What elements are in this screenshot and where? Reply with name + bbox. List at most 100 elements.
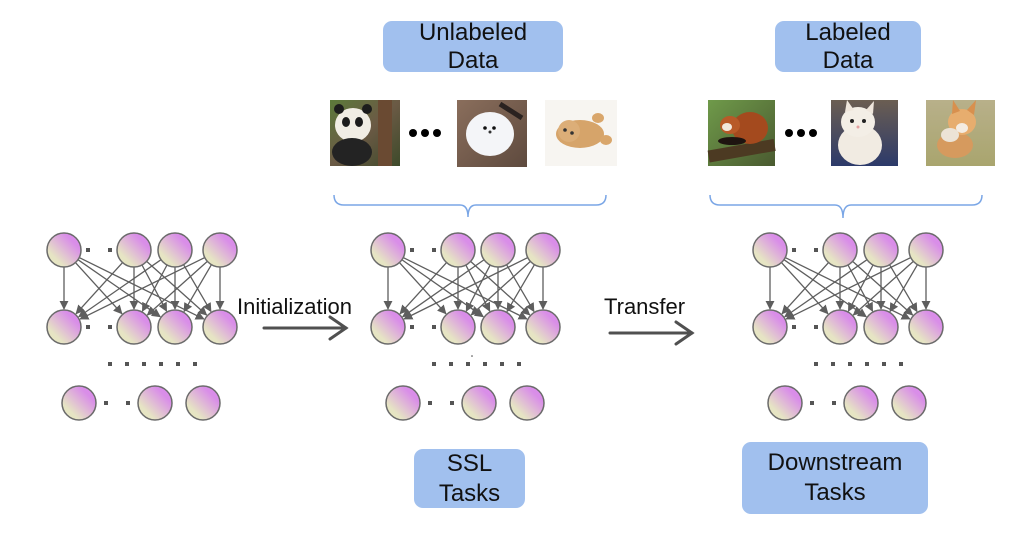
labeled-brace — [709, 194, 983, 219]
connection-edge — [847, 264, 874, 312]
connection-edge — [785, 256, 912, 320]
neuron-node — [509, 385, 545, 421]
neuron-node — [480, 309, 516, 345]
neuron-node — [61, 385, 97, 421]
pretrained-network — [46, 232, 238, 421]
ellipsis-dot — [792, 248, 796, 252]
neuron-node — [137, 385, 173, 421]
ellipsis-dot — [126, 401, 130, 405]
layer-ellipsis-dot — [517, 362, 521, 366]
white-cat-image — [831, 100, 898, 166]
neuron-node — [202, 232, 238, 268]
ellipsis-dot — [432, 325, 436, 329]
ellipsis-dot — [814, 325, 818, 329]
connection-edge — [141, 264, 168, 312]
ellipsis-dot — [104, 401, 108, 405]
layer-ellipsis-dot — [159, 362, 163, 366]
connection-edge — [78, 259, 162, 318]
ellipsis-dot — [108, 325, 112, 329]
connection-edge — [403, 256, 529, 320]
ellipsis-dot — [792, 325, 796, 329]
neuron-node — [822, 232, 858, 268]
ellipsis-labeled — [785, 129, 817, 137]
ellipsis-dot — [450, 401, 454, 405]
stray-dot — [471, 355, 473, 357]
neuron-node — [525, 309, 561, 345]
labeled-data-line1: Labeled — [805, 18, 891, 46]
neuron-node — [863, 232, 899, 268]
neuron-node — [440, 309, 476, 345]
neuron-node — [480, 232, 516, 268]
neuron-node — [116, 232, 152, 268]
transfer-label: Transfer — [604, 294, 686, 319]
downstream-network — [752, 232, 944, 421]
neuron-node — [752, 232, 788, 268]
layer-ellipsis-dot — [831, 362, 835, 366]
downstream-tasks-line1: Downstream — [767, 449, 903, 476]
corgi-image — [926, 100, 995, 166]
layer-ellipsis-dot — [193, 362, 197, 366]
neuron-node — [822, 309, 858, 345]
neuron-node — [908, 232, 944, 268]
ellipsis-dot — [428, 401, 432, 405]
neuron-node — [46, 232, 82, 268]
neuron-node — [525, 232, 561, 268]
initialization-arrow — [262, 315, 349, 341]
neuron-node — [46, 309, 82, 345]
layer-ellipsis-dot — [449, 362, 453, 366]
connection-edge — [399, 262, 448, 315]
ellipsis-dot — [810, 401, 814, 405]
layer-ellipsis-dot — [899, 362, 903, 366]
layer-ellipsis-dot — [500, 362, 504, 366]
transfer-arrow — [608, 320, 695, 346]
connection-edge — [75, 262, 124, 315]
labeled-data-box: Labeled Data — [775, 18, 921, 74]
layer-ellipsis-dot — [848, 362, 852, 366]
connection-edge — [506, 264, 535, 313]
layer-ellipsis-dot — [466, 362, 470, 366]
connection-edge — [183, 264, 212, 313]
ellipsis-dot — [410, 248, 414, 252]
bird-image — [457, 100, 527, 167]
neuron-node — [440, 232, 476, 268]
neuron-node — [891, 385, 927, 421]
layer-ellipsis-dot — [108, 362, 112, 366]
connection-edge — [79, 256, 206, 320]
ellipsis-dot — [410, 325, 414, 329]
connection-edge — [146, 260, 208, 316]
connection-edge — [889, 264, 918, 313]
panda-image — [330, 100, 400, 166]
neuron-node — [767, 385, 803, 421]
ellipsis-dot — [832, 401, 836, 405]
ssl-tasks-box: SSL Tasks — [414, 449, 525, 508]
downstream-tasks-line2: Tasks — [804, 479, 866, 506]
downstream-tasks-box: Downstream Tasks — [742, 442, 928, 514]
neuron-node — [908, 309, 944, 345]
ellipsis-dot — [814, 248, 818, 252]
initialization-label: Initialization — [237, 294, 352, 319]
neuron-node — [843, 385, 879, 421]
ellipsis-unlabeled — [409, 129, 441, 137]
unlabeled-data-line2: Data — [447, 46, 499, 74]
connection-edge — [784, 259, 868, 318]
layer-ellipsis-dot — [814, 362, 818, 366]
neuron-node — [370, 232, 406, 268]
labeled-data-line2: Data — [822, 46, 874, 74]
neuron-node — [385, 385, 421, 421]
connection-edge — [402, 259, 485, 318]
kitten-image — [545, 100, 617, 166]
neuron-node — [202, 309, 238, 345]
unlabeled-data-line1: Unlabeled — [418, 18, 528, 46]
unlabeled-brace — [333, 194, 607, 218]
layer-ellipsis-dot — [432, 362, 436, 366]
neuron-node — [185, 385, 221, 421]
layer-ellipsis-dot — [125, 362, 129, 366]
layer-ellipsis-dot — [142, 362, 146, 366]
neuron-node — [370, 309, 406, 345]
layer-ellipsis-dot — [865, 362, 869, 366]
ellipsis-dot — [86, 248, 90, 252]
neuron-node — [157, 309, 193, 345]
neuron-node — [157, 232, 193, 268]
layer-ellipsis-dot — [882, 362, 886, 366]
ssl-tasks-line2: Tasks — [438, 479, 501, 507]
